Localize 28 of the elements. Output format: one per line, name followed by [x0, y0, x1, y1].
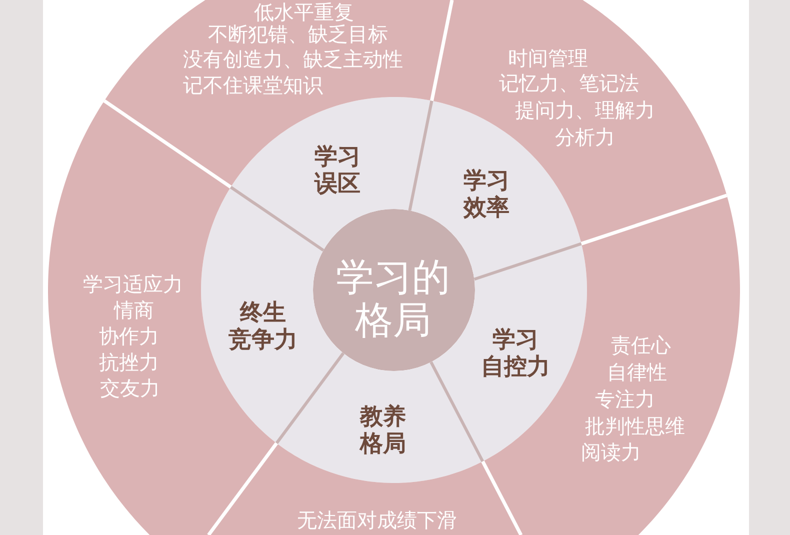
list-item: 协作力 — [99, 324, 159, 348]
list-item: 提问力、理解力 — [515, 98, 655, 122]
list-item: 记不住课堂知识 — [183, 73, 323, 97]
segment-title: 学习效率 — [464, 168, 510, 222]
list-item: 分析力 — [555, 124, 615, 148]
list-item: 批判性思维 — [585, 414, 685, 438]
list-item: 自律性 — [607, 360, 667, 384]
inner-ring-segment — [276, 353, 483, 483]
list-item: 情商 — [114, 298, 154, 322]
list-item: 交友力 — [100, 376, 160, 400]
list-item: 专注力 — [595, 387, 655, 411]
list-item: 低水平重复 — [254, 0, 354, 24]
segment-title: 学习误区 — [314, 144, 360, 198]
list-item: 抗挫力 — [99, 350, 159, 374]
list-item: 不断犯错、缺乏目标 — [208, 22, 388, 46]
list-item: 时间管理 — [508, 46, 588, 70]
list-item: 无法面对成绩下滑 — [297, 508, 457, 532]
outer-ring-segment — [431, 0, 727, 244]
list-item: 责任心 — [611, 333, 671, 357]
segment-title: 终生竞争力 — [228, 300, 298, 354]
list-item: 没有创造力、缺乏主动性 — [183, 46, 403, 70]
inner-ring-segment — [230, 97, 432, 251]
center-title: 学习的格局 — [336, 256, 450, 342]
segment-title: 教养格局 — [360, 404, 406, 458]
list-item: 阅读力 — [581, 440, 641, 464]
list-item: 记忆力、笔记法 — [499, 71, 639, 95]
segment-title: 学习自控力 — [481, 327, 550, 381]
list-item: 学习适应力 — [83, 272, 183, 296]
